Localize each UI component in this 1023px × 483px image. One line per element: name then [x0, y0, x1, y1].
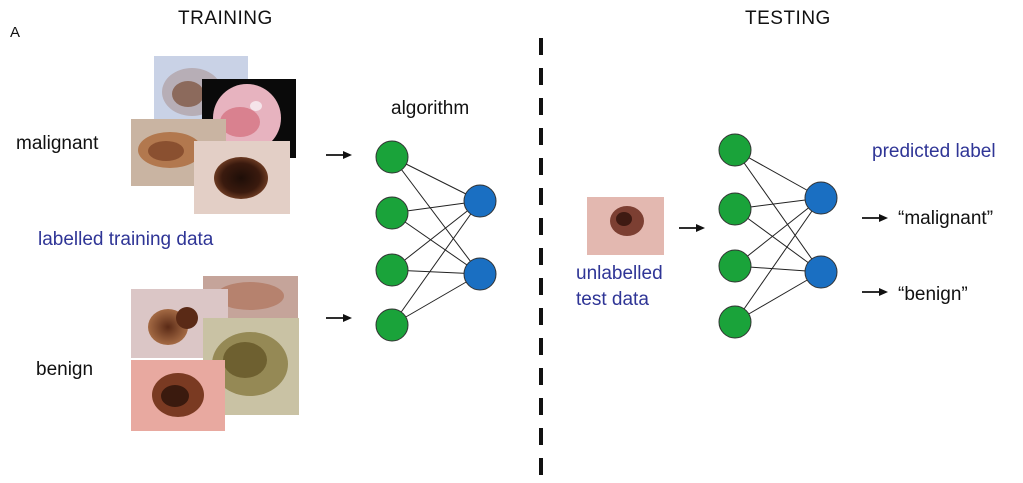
network-edge: [734, 271, 822, 323]
benign-image-3: [203, 318, 299, 415]
test-image: [587, 197, 664, 255]
network-edge: [734, 208, 822, 273]
panel-label: A: [10, 24, 21, 41]
training-data-caption: labelled training data: [38, 229, 214, 250]
arrow-right-icon: [326, 151, 352, 159]
testing-neural-network: [718, 133, 838, 339]
testing-title: TESTING: [745, 8, 831, 29]
malignant-image-4: [194, 141, 290, 214]
input-node: [718, 133, 752, 167]
output-node: [463, 184, 497, 218]
output-node: [804, 255, 838, 289]
benign-image-stack: [131, 276, 299, 431]
output-node: [804, 181, 838, 215]
training-neural-network: [375, 140, 497, 342]
output-node: [463, 257, 497, 291]
input-node: [718, 305, 752, 339]
arrow-right-icon: [862, 214, 888, 222]
malignant-label: malignant: [16, 133, 99, 154]
network-edge: [734, 197, 822, 267]
input-node: [375, 140, 409, 174]
training-title: TRAINING: [178, 8, 273, 29]
benign-label: benign: [36, 359, 94, 380]
network-edge: [391, 273, 481, 326]
network-edge: [391, 200, 481, 326]
benign-image-4: [131, 360, 225, 431]
input-node: [718, 192, 752, 226]
network-edge: [391, 212, 481, 275]
output-malignant: “malignant”: [898, 208, 994, 229]
network-edge: [391, 156, 481, 275]
network-edge: [734, 197, 822, 323]
input-node: [375, 253, 409, 287]
arrow-right-icon: [326, 314, 352, 322]
algorithm-label: algorithm: [391, 98, 470, 119]
test-data-caption-line1: unlabelled: [576, 263, 663, 284]
input-node: [375, 196, 409, 230]
malignant-image-stack: [131, 56, 296, 214]
test-data-caption-line2: test data: [576, 289, 649, 310]
network-edge: [391, 200, 481, 271]
arrow-right-icon: [862, 288, 888, 296]
output-benign: “benign”: [898, 284, 968, 305]
input-node: [375, 308, 409, 342]
arrow-right-icon: [679, 224, 705, 232]
input-node: [718, 249, 752, 283]
predicted-label-caption: predicted label: [872, 141, 996, 162]
network-edge: [734, 149, 822, 273]
